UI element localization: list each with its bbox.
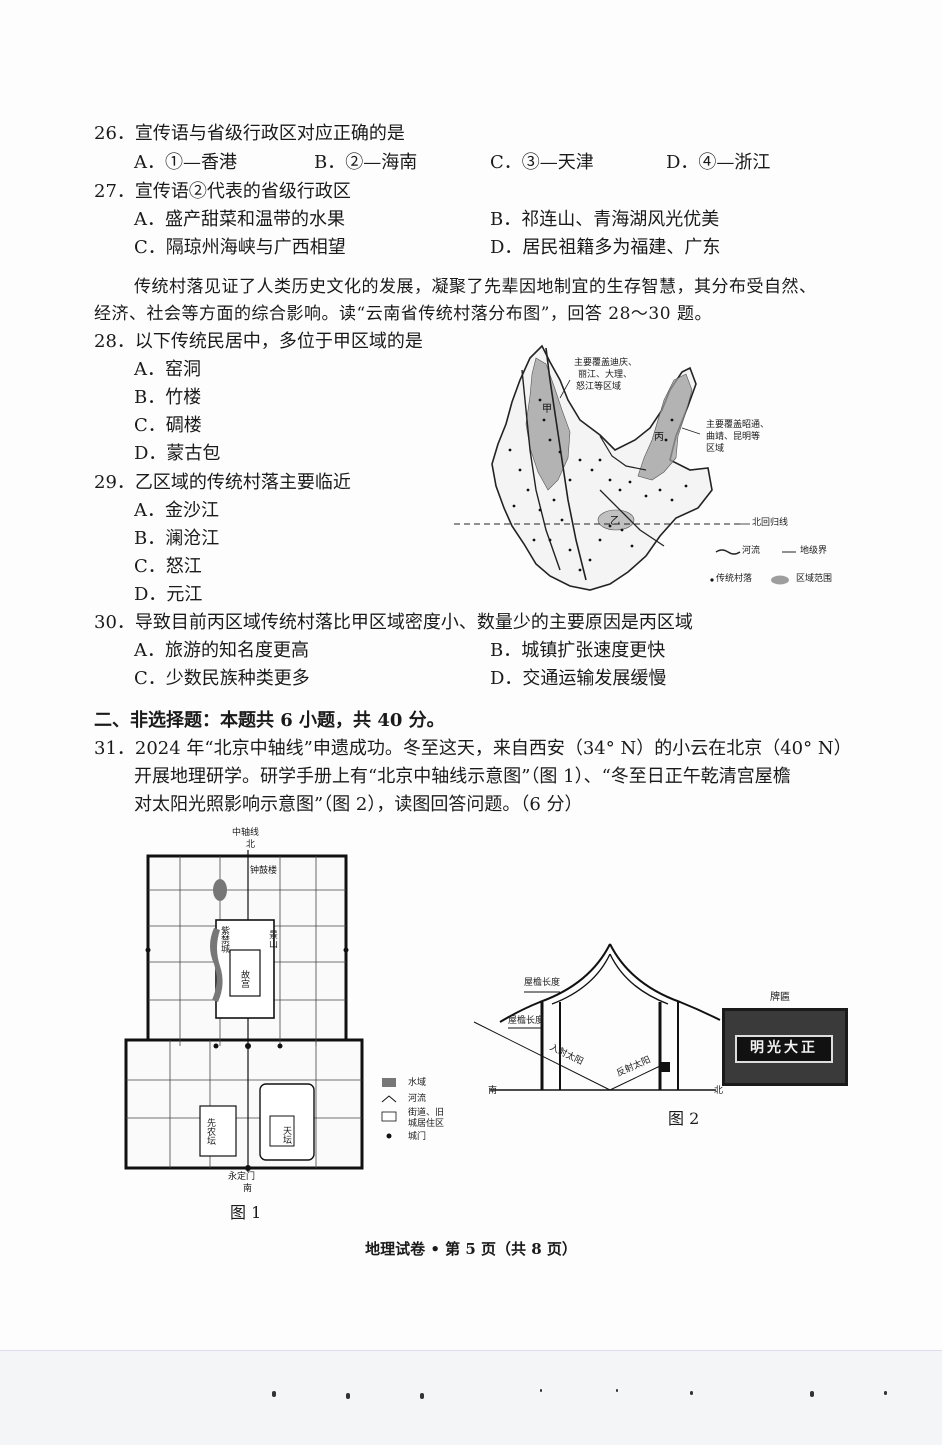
map-label-jia-1: 主要覆盖迪庆、: [574, 358, 638, 368]
scan-speck: [420, 1393, 424, 1399]
village-dots: [508, 398, 688, 572]
q30-option-b: B．城镇扩张速度更快: [490, 640, 666, 661]
fig1-top-label: 中轴线: [232, 828, 260, 838]
river-1: [545, 347, 587, 581]
q28-option-a: A．窑洞: [134, 359, 201, 380]
fig1-south: 南: [243, 1184, 253, 1194]
page-footer: 地理试卷 • 第 5 页（共 8 页）: [365, 1240, 577, 1258]
q31-line-1: 31．2024 年“北京中轴线”申遗成功。冬至这天，来自西安（34° N）的小云…: [94, 738, 852, 759]
q30-option-a: A．旅游的知名度更高: [134, 640, 309, 661]
map-label-tropic: 北回归线: [752, 518, 789, 528]
fig2-caption: 图 2: [668, 1109, 700, 1128]
map-legend-region: 区域范围: [796, 574, 833, 584]
region-bing-letter: 丙: [654, 432, 664, 443]
q26-stem: 26．宣传语与省级行政区对应正确的是: [94, 123, 405, 144]
water-area: [210, 928, 223, 1002]
map-label-bing-1: 主要覆盖昭通、: [706, 420, 770, 430]
q30-stem: 30．导致目前丙区域传统村落比甲区域密度小、数量少的主要原因是丙区域: [94, 612, 693, 633]
q29-option-a: A．金沙江: [134, 500, 219, 521]
q28-option-d: D．蒙古包: [134, 443, 221, 464]
q28-stem: 28．以下传统民居中，多位于甲区域的是: [94, 331, 423, 352]
scan-speck: [540, 1389, 542, 1392]
q29-option-d: D．元江: [134, 584, 203, 605]
fig2-eave-length-1: 屋檐长度: [524, 978, 561, 988]
scan-speck: [616, 1389, 618, 1392]
fig1-bell-label: 钟鼓楼: [250, 866, 278, 876]
fig2-plaque-label: 牌匾: [770, 992, 790, 1003]
scan-speck: [690, 1391, 693, 1395]
q27-option-c: C．隔琼州海峡与广西相望: [134, 237, 346, 258]
map-label-jia-3: 怒江等区域: [576, 382, 622, 392]
scan-speck: [810, 1391, 814, 1397]
fig1-forbidden-label: 故宫: [239, 970, 249, 988]
map-label-jia-2: 丽江、大理、: [578, 370, 633, 380]
q26-option-c: C．③—天津: [490, 152, 594, 173]
fig2-eaves-diagram: [473, 943, 721, 1091]
q29-option-c: C．怒江: [134, 556, 202, 577]
exam-page: 26．宣传语与省级行政区对应正确的是 A．①—香港 B．②—海南 C．③—天津 …: [94, 123, 852, 1258]
fig1-legend-street: 街道、旧城居住区: [408, 1108, 445, 1129]
region-yi-letter: 乙: [610, 515, 620, 527]
fig2-south: 南: [488, 1086, 498, 1096]
map-legend-boundary: 地级界: [800, 546, 828, 556]
fig2-north: 北: [714, 1086, 724, 1096]
fig1-north: 北: [246, 840, 256, 850]
q31-line-3: 对太阳光照影响示意图”（图 2），读图回答问题。（6 分）: [134, 794, 583, 815]
q27-option-d: D．居民祖籍多为福建、广东: [490, 237, 721, 258]
fig1-caption: 图 1: [230, 1203, 262, 1222]
passage-line-1: 传统村落见证了人类历史文化的发展，凝聚了先辈因地制宜的生存智慧，其分布受自然、: [134, 277, 817, 297]
plaque-inner: 正大光明: [735, 1035, 833, 1063]
river-4: [599, 435, 647, 471]
map-legend-river: 河流: [742, 546, 761, 556]
q27-stem: 27．宣传语②代表的省级行政区: [94, 181, 351, 202]
section2-title: 二、非选择题：本题共 6 小题，共 40 分。: [94, 710, 445, 731]
map-label-bing-3: 区域: [706, 444, 725, 454]
q31-line-2: 开展地理研学。研学手册上有“北京中轴线示意图”（图 1）、“冬至日正午乾清宫屋檐: [134, 766, 791, 787]
q27-option-a: A．盛产甜菜和温带的水果: [134, 209, 345, 230]
fig1-palace-label: 紫禁城: [219, 926, 229, 953]
region-jia: [525, 357, 571, 491]
q28-option-b: B．竹楼: [134, 387, 202, 408]
region-bing: [637, 373, 693, 481]
q27-option-b: B．祁连山、青海湖风光优美: [490, 209, 720, 230]
q28-option-c: C．碉楼: [134, 415, 202, 436]
fig1-xiannong-label: 先农坛: [205, 1118, 215, 1145]
scan-speck: [272, 1391, 276, 1397]
river-2: [521, 369, 561, 571]
fig1-legend-water: 水域: [408, 1078, 427, 1088]
q26-option-a: A．①—香港: [134, 152, 237, 173]
q29-option-b: B．澜沧江: [134, 528, 220, 549]
q30-option-c: C．少数民族种类更多: [134, 668, 310, 689]
plaque-image: 正大光明: [722, 1008, 848, 1086]
fig2-eave-length-2: 屋檐长度: [508, 1016, 545, 1026]
scan-speck: [884, 1391, 887, 1395]
scan-bottom-strip: [0, 1350, 942, 1445]
q29-stem: 29．乙区域的传统村落主要临近: [94, 472, 351, 493]
fig1-beijing-axis-map: [124, 850, 397, 1172]
map-label-bing-2: 曲靖、昆明等: [706, 432, 761, 442]
passage-line-2: 经济、社会等方面的综合影响。读“云南省传统村落分布图”，回答 28～30 题。: [94, 304, 712, 324]
q26-option-b: B．②—海南: [314, 152, 418, 173]
fig1-legend-river: 河流: [408, 1094, 427, 1104]
q26-option-d: D．④—浙江: [666, 152, 771, 173]
fig1-legend-gate: 城门: [408, 1132, 427, 1142]
river-3: [599, 489, 665, 547]
roof-outline: [499, 943, 721, 1023]
plaque-text: 正大光明: [750, 1040, 818, 1056]
region-jia-letter: 甲: [542, 404, 552, 415]
scan-speck: [346, 1393, 350, 1399]
map-legend-village: 传统村落: [716, 574, 753, 584]
fig1-gate-south: 永定门: [228, 1172, 256, 1182]
fig1-tiantan-label: 天坛: [281, 1126, 291, 1144]
yunnan-village-map: 甲 丙 乙: [454, 344, 796, 591]
fig1-jingshan-label: 景山: [267, 930, 277, 948]
q30-option-d: D．交通运输发展缓慢: [490, 668, 667, 689]
